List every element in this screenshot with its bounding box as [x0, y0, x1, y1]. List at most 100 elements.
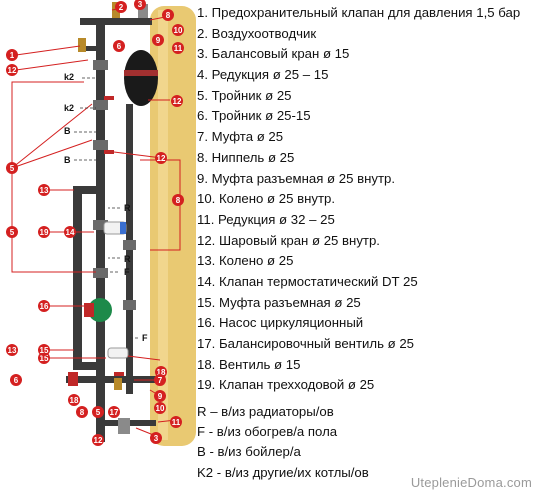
- main-riser: [96, 22, 105, 442]
- callout-badge: 11: [170, 416, 182, 428]
- side-branch: [80, 46, 100, 51]
- callout-circle: [38, 184, 50, 196]
- callout-number: 10: [156, 404, 165, 413]
- callout-number: 7: [158, 376, 163, 385]
- callout-number: 13: [8, 346, 17, 355]
- callout-number: 15: [40, 346, 49, 355]
- callout-badge: 8: [76, 406, 88, 418]
- callout-number: 8: [176, 196, 181, 205]
- callout-circle: [10, 374, 22, 386]
- callout-circle: [64, 226, 76, 238]
- legend-item: 5. Тройник ø 25: [197, 87, 292, 103]
- parts-legend: 1. Предохранительный клапан для давления…: [197, 3, 520, 396]
- note-item: R – в/из радиаторы/ов: [197, 404, 334, 419]
- legend-item: 11. Редукция ø 32 – 25: [197, 211, 335, 227]
- legend-item: 16. Насос циркуляционный: [197, 315, 364, 331]
- callout-badge: 14: [64, 226, 76, 238]
- callout-circle: [172, 24, 184, 36]
- balance-valve-top: [138, 4, 148, 18]
- callout-circle: [76, 406, 88, 418]
- callout-number: 3: [138, 0, 143, 9]
- callout-circle: [172, 194, 184, 206]
- bypass-pipe: [73, 190, 82, 370]
- callout-number: 9: [158, 392, 163, 401]
- callout-number: 12: [173, 97, 182, 106]
- port-label: B: [64, 155, 71, 165]
- legend-item: 18. Вентиль ø 15: [197, 356, 301, 372]
- legend-item: 17. Балансировочный вентиль ø 25: [197, 336, 414, 351]
- callout-badge: 5: [92, 406, 104, 418]
- callout-number: 13: [40, 186, 49, 195]
- callout-badge: 3: [134, 0, 146, 10]
- callout-badge: 12: [92, 434, 104, 446]
- callout-circle: [92, 406, 104, 418]
- callout-badge: 15: [38, 344, 50, 356]
- legend-item: 14. Клапан термостатический DT 25: [197, 273, 418, 289]
- pump-motor: [84, 303, 94, 317]
- callout-circle: [6, 64, 18, 76]
- callout-badge: 3: [150, 432, 162, 444]
- safety-valve: [78, 38, 86, 52]
- callout-badge: 2: [115, 1, 127, 13]
- callout-number: 16: [40, 302, 49, 311]
- callout-circle: [154, 390, 166, 402]
- callout-badge: 12: [155, 152, 167, 164]
- port-label: F: [142, 333, 148, 343]
- callout-circle: [171, 95, 183, 107]
- callout-badge: 10: [172, 24, 184, 36]
- callout-number: 12: [94, 436, 103, 445]
- callout-circle: [6, 162, 18, 174]
- fitting: [123, 240, 136, 250]
- callout-circle: [92, 434, 104, 446]
- callout-badge: 8: [172, 194, 184, 206]
- callout-number: 2: [119, 3, 124, 12]
- callout-badge: 13: [6, 344, 18, 356]
- callout-badge: 17: [108, 406, 120, 418]
- fitting: [123, 300, 136, 310]
- callout-badge: 10: [154, 402, 166, 414]
- callout-number: 14: [66, 228, 75, 237]
- bypass-bottom: [73, 362, 105, 370]
- fitting: [93, 220, 108, 230]
- callout-badge: 6: [10, 374, 22, 386]
- callout-badge: 9: [152, 34, 164, 46]
- port-label: R: [124, 254, 131, 264]
- expansion-tank-band: [124, 70, 158, 76]
- fitting: [93, 60, 108, 70]
- boiler-highlight: [158, 10, 168, 440]
- bottom-header: [66, 376, 158, 383]
- callout-number: 10: [174, 26, 183, 35]
- port-label: B: [64, 126, 71, 136]
- callout-badge: 7: [154, 374, 166, 386]
- callout-number: 6: [14, 376, 19, 385]
- ball-valve-handle: [104, 96, 114, 100]
- legend-item: 4. Редукция ø 25 – 15: [197, 67, 329, 83]
- bottom-valve: [114, 378, 122, 390]
- callout-circle: [108, 406, 120, 418]
- callout-number: 18: [70, 396, 79, 405]
- drain-valve: [68, 372, 78, 386]
- callout-badge: 9: [154, 390, 166, 402]
- ball-valve-handle: [114, 372, 124, 376]
- callout-circle: [6, 344, 18, 356]
- port-label: k2: [64, 72, 74, 82]
- callout-number: 11: [174, 44, 183, 53]
- ball-valve-handle: [104, 150, 114, 154]
- callout-number: 15: [40, 354, 49, 363]
- fitting: [93, 100, 108, 110]
- callout-circle: [162, 9, 174, 21]
- bottom-balance: [118, 418, 130, 434]
- port-guide-lines: [74, 77, 138, 339]
- callout-circle: [6, 49, 18, 61]
- callout-badge: 16: [38, 300, 50, 312]
- callout-number: 8: [166, 11, 171, 20]
- callout-number: 19: [40, 228, 49, 237]
- callout-number: 5: [10, 164, 15, 173]
- legend-item: 8. Ниппель ø 25: [197, 149, 295, 165]
- thermostatic-valve-lower: [107, 347, 129, 359]
- watermark: UteplenieDoma.com: [410, 475, 532, 490]
- callout-circle: [115, 1, 127, 13]
- note-item: B - в/из бойлер/а: [197, 444, 301, 460]
- legend-item: 2. Воздухоотводчик: [197, 25, 317, 41]
